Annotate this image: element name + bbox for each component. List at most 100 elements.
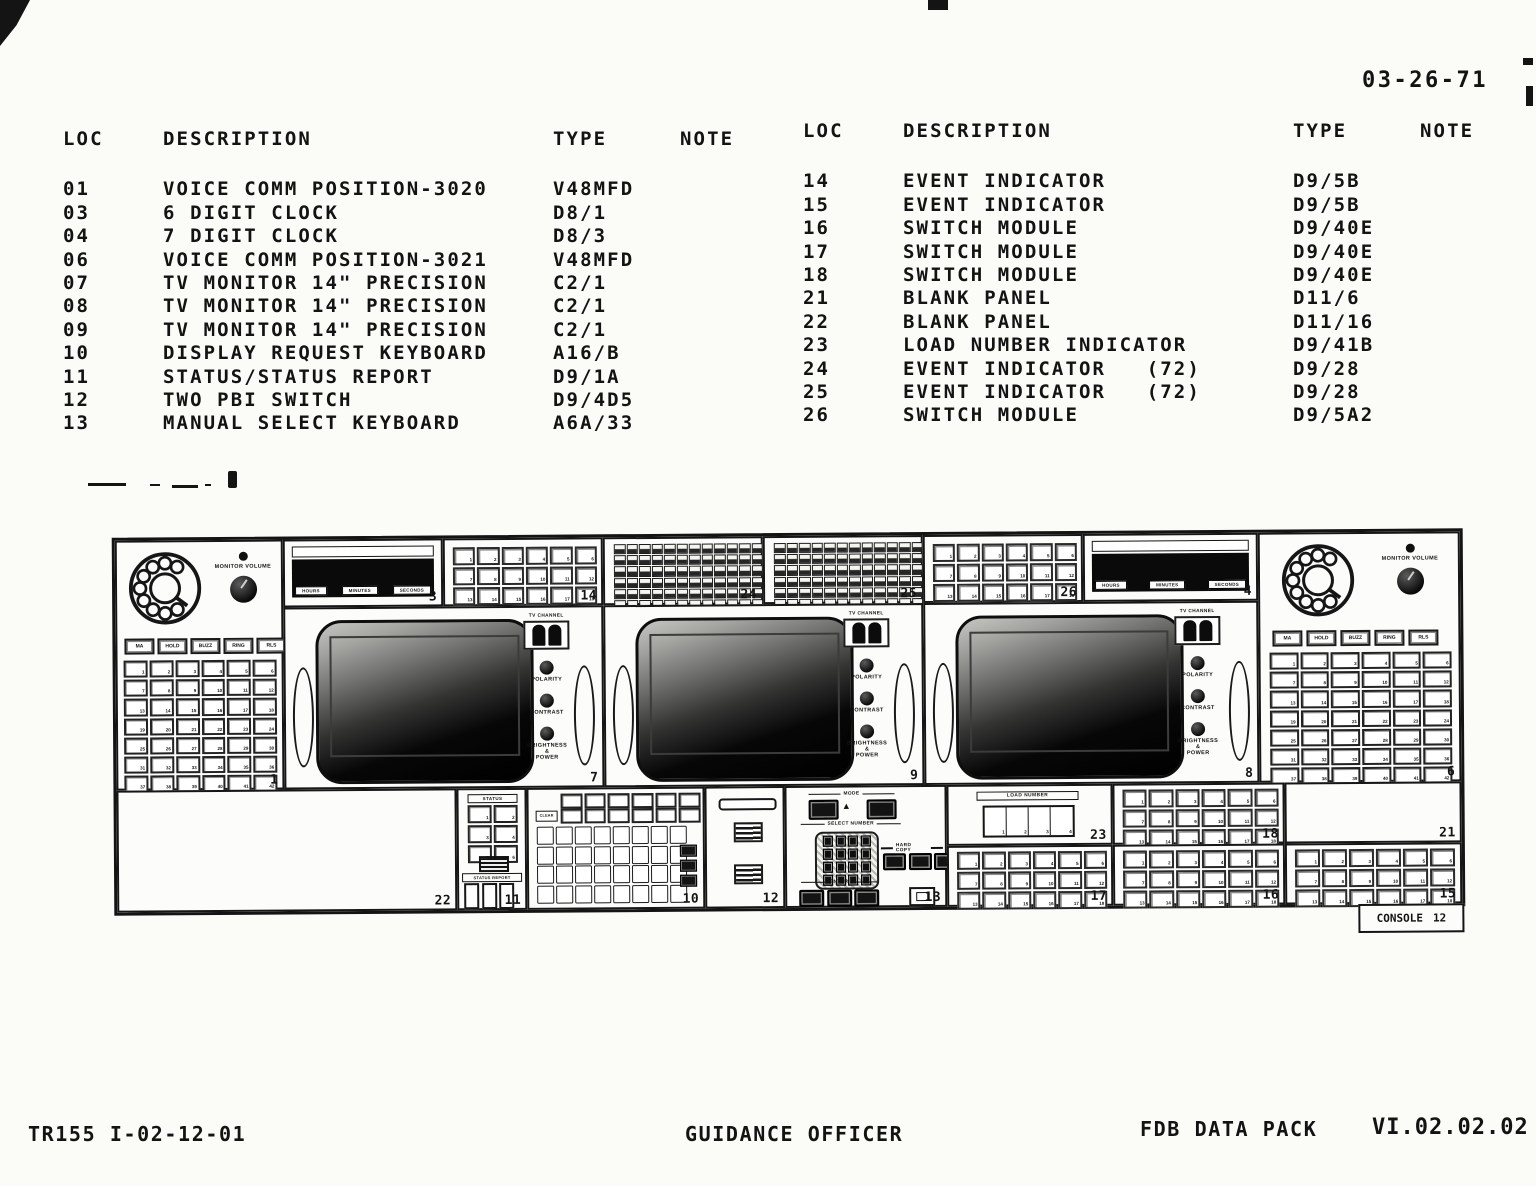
keyboard-key <box>593 826 612 845</box>
table-cell: D9/40E <box>1293 264 1375 287</box>
table-cell: 7 DIGIT CLOCK <box>163 225 340 248</box>
comm-line-key: 17 <box>227 698 252 716</box>
polarity-knob <box>1190 656 1205 671</box>
rls-button: RLS <box>1408 629 1439 646</box>
handle <box>612 665 635 766</box>
select-number-key <box>823 861 834 873</box>
event-indicator-light <box>688 543 701 554</box>
indicator-button: 12 <box>1083 870 1108 889</box>
brightness-power-knob <box>540 726 555 741</box>
rotary-dial-icon <box>128 552 202 625</box>
indicator-button: 9 <box>1007 871 1032 890</box>
handle <box>932 662 955 763</box>
event-indicator-light <box>799 587 811 598</box>
table-cell: VOICE COMM POSITION-3021 <box>163 248 488 271</box>
comm-line-key: 4 <box>201 659 226 678</box>
data-pack-label: FDB DATA PACK <box>1140 1117 1318 1141</box>
event-indicator-light <box>773 554 786 565</box>
event-indicator-light <box>849 587 861 598</box>
tv-channel-button <box>867 622 881 644</box>
table-cell: SWITCH MODULE <box>903 217 1080 240</box>
event-indicator-light <box>676 554 688 566</box>
indicator-button: 11 <box>1227 808 1253 827</box>
table-cell: 25 <box>803 381 831 404</box>
indicator-button: 2 <box>1321 849 1348 868</box>
comm-line-key: 1 <box>123 660 148 678</box>
event-indicator-light <box>613 577 626 588</box>
comm-line-key: 13 <box>1269 690 1299 709</box>
keyboard-key <box>555 826 574 845</box>
event-indicator-light <box>898 542 911 553</box>
comm-line-key: 18 <box>1423 689 1452 708</box>
column-header: DESCRIPTION <box>163 128 312 150</box>
drawing-number: TR155 I-02-12-01 <box>28 1122 247 1146</box>
panel-number: 22 <box>434 893 452 909</box>
comm-line-key: 1 <box>1269 652 1299 670</box>
comm-line-key: 21 <box>1331 709 1361 727</box>
comm-line-key: 18 <box>252 697 277 716</box>
event-indicator-light <box>773 543 786 554</box>
indicator-button: 6 <box>1254 788 1279 807</box>
keyboard-key <box>574 826 593 845</box>
contrast-knob <box>539 693 554 708</box>
indicator-button: 1 <box>932 543 956 562</box>
polarity-label: POLARITY <box>851 674 883 681</box>
event-indicator-light <box>786 554 798 565</box>
indicator-button: 14 <box>477 587 500 606</box>
indicator-button: 17 <box>1058 890 1082 910</box>
panel-number: 1 <box>270 772 279 788</box>
keyboard-key <box>650 884 669 903</box>
monitor-volume-group: MONITOR VOLUME <box>1378 543 1442 595</box>
indicator-button: 1 <box>1122 789 1147 808</box>
column-header: DESCRIPTION <box>903 120 1052 142</box>
indicator-button: 8 <box>1322 869 1348 888</box>
table-cell: D9/40E <box>1293 217 1375 240</box>
event-indicator-light <box>726 588 739 599</box>
tv-channel-buttons <box>1174 615 1221 646</box>
event-indicator-light <box>638 555 651 566</box>
event-indicator-light <box>639 588 651 599</box>
indicator-button: 3 <box>1175 789 1200 808</box>
indicator-button: 14 <box>982 891 1006 910</box>
comm-line-key: 6 <box>252 659 277 677</box>
indicator-button: 2 <box>477 547 500 566</box>
comm-line-key: 7 <box>1269 671 1299 690</box>
event-indicator-light <box>638 543 651 555</box>
column-header: TYPE <box>553 128 608 150</box>
indicator-button: 10 <box>1202 869 1227 889</box>
comm-function-buttons: MA HOLD BUZZ RING RLS <box>124 637 287 655</box>
hours-label: HOURS <box>295 586 327 596</box>
hard-copy-button <box>908 853 932 871</box>
load-number-digit: 3 <box>1028 807 1051 836</box>
clock-display: HOURS MINUTES SECONDS <box>1091 552 1250 592</box>
panel-tv-monitor-7: TV CHANNEL POLARITY CONTRAST BRIGHTNESS … <box>283 605 605 790</box>
hold-button: HOLD <box>157 638 188 655</box>
table-cell: SWITCH MODULE <box>903 404 1080 427</box>
table-cell <box>1420 217 1485 240</box>
table-cell: 17 <box>803 240 831 263</box>
table-cell: V48MFD <box>553 178 635 201</box>
indicator-button: 16 <box>1006 583 1029 602</box>
comm-line-key: 22 <box>201 717 226 735</box>
comm-line-key: 35 <box>1392 747 1422 765</box>
panel-number: 21 <box>1439 825 1456 841</box>
keyboard-key <box>612 884 631 903</box>
indicator-button: 9 <box>501 566 525 585</box>
event-indicator-light <box>713 576 726 588</box>
event-indicator-light <box>886 542 898 553</box>
event-indicator-light <box>626 588 639 600</box>
buzz-button: BUZZ <box>190 637 221 655</box>
select-number-key <box>848 848 859 860</box>
indicator-button: 4 <box>1201 849 1227 869</box>
indicator-button: 15 <box>501 586 525 605</box>
digital-clock: HOURS MINUTES SECONDS <box>291 545 435 598</box>
monitor-volume-knob <box>1396 567 1424 595</box>
indicator-button: 8 <box>477 567 500 586</box>
panel-clock-3: HOURS MINUTES SECONDS 3 <box>282 538 444 608</box>
column-header: TYPE <box>1293 120 1348 142</box>
keyboard-key <box>631 807 654 824</box>
load-number-label: LOAD NUMBER <box>976 790 1079 801</box>
keyboard-key <box>574 845 593 864</box>
